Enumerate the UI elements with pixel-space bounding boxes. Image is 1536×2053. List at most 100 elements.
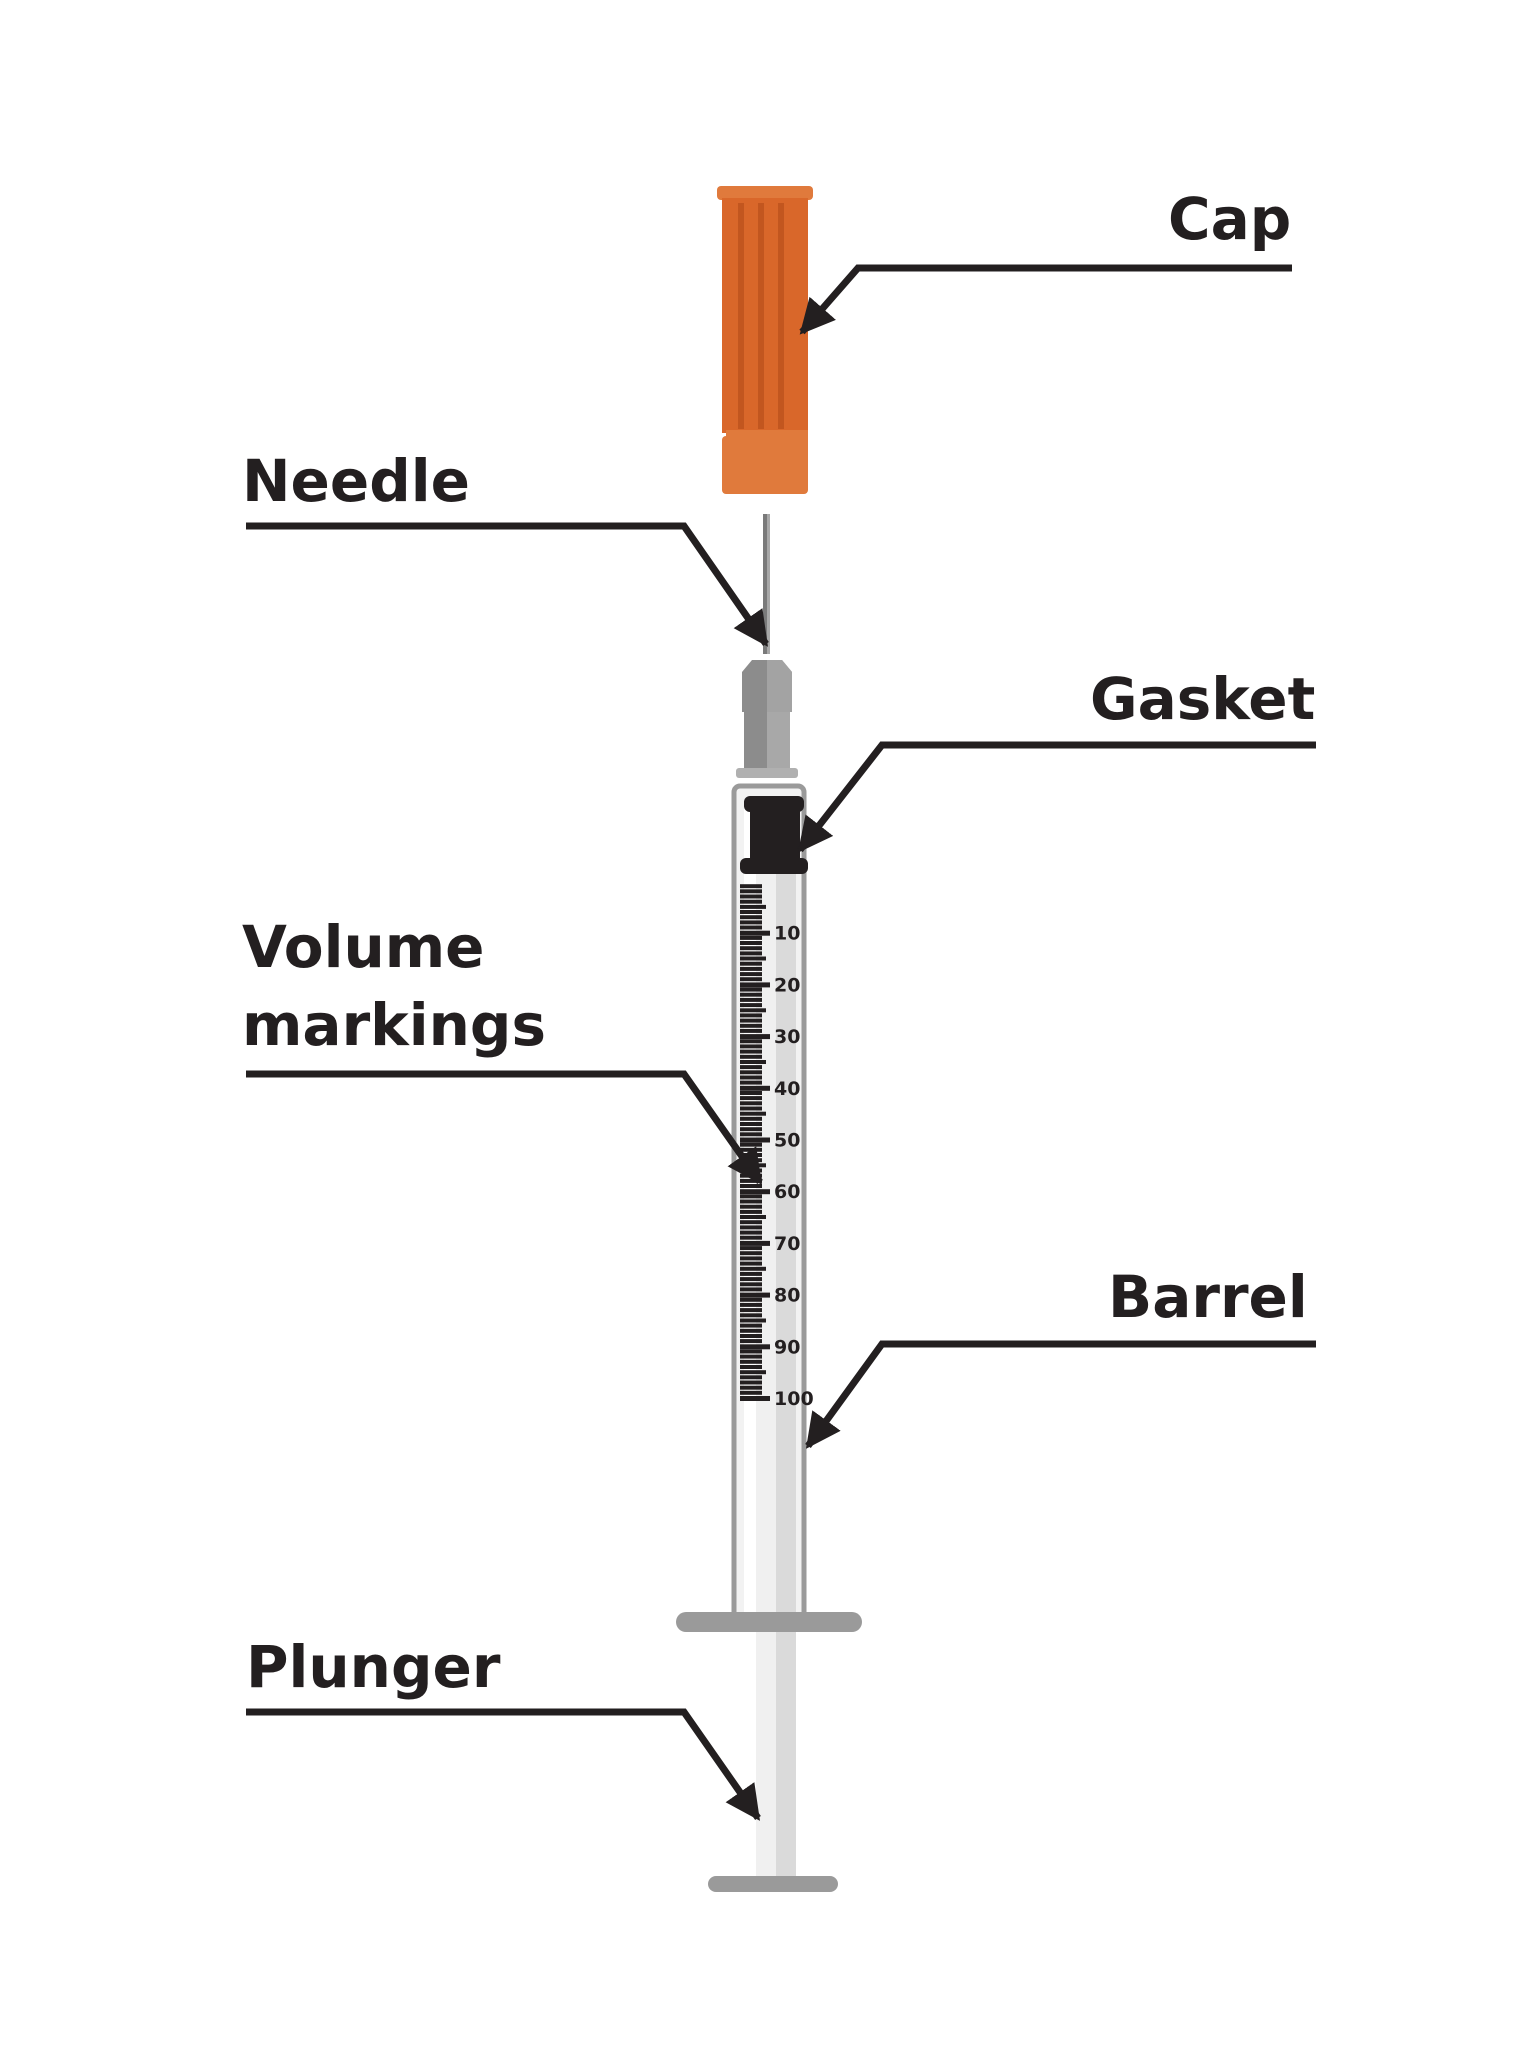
- minor-tick: [740, 1199, 762, 1204]
- plunger-label: Plunger: [246, 1633, 501, 1701]
- minor-tick: [740, 1385, 762, 1390]
- minor-tick: [740, 915, 762, 920]
- minor-tick: [740, 1147, 762, 1152]
- gasket-label: Gasket: [1090, 665, 1316, 733]
- minor-tick: [740, 1003, 762, 1008]
- minor-tick: [740, 1049, 762, 1054]
- minor-tick: [740, 1313, 762, 1318]
- barrel-leader-line: [805, 1340, 1316, 1449]
- gasket: [740, 796, 808, 874]
- tick-label: 20: [774, 974, 800, 996]
- tick-label: 80: [774, 1285, 800, 1307]
- minor-tick: [740, 1127, 762, 1132]
- minor-tick: [740, 1354, 762, 1359]
- minor-tick: [740, 1230, 762, 1235]
- minor-tick: [740, 1308, 762, 1313]
- minor-tick: [740, 1349, 762, 1354]
- major-tick: [740, 1034, 770, 1040]
- minor-tick: [740, 1070, 762, 1075]
- minor-tick: [740, 1209, 762, 1214]
- minor-tick: [740, 1184, 762, 1188]
- tick-label: 50: [774, 1130, 800, 1152]
- minor-tick: [740, 1323, 762, 1328]
- barrel-label: Barrel: [1108, 1263, 1308, 1331]
- minor-tick: [740, 1251, 762, 1256]
- minor-tick: [740, 1380, 762, 1385]
- minor-tick: [740, 997, 762, 1002]
- minor-tick: [740, 1365, 762, 1369]
- minor-tick: [740, 1044, 762, 1049]
- minor-tick: [740, 1271, 762, 1276]
- minor-tick: [740, 1287, 762, 1292]
- minor-tick: [740, 1246, 762, 1251]
- major-tick: [740, 930, 770, 936]
- minor-tick: [740, 889, 762, 894]
- minor-tick: [740, 1235, 762, 1240]
- minor-tick: [740, 1091, 762, 1095]
- tick-label: 60: [774, 1181, 800, 1203]
- minor-tick: [740, 1023, 762, 1028]
- minor-tick: [740, 1080, 762, 1085]
- minor-tick: [740, 1013, 762, 1018]
- minor-tick: [740, 1297, 762, 1302]
- minor-tick: [740, 1101, 762, 1106]
- needle-label: Needle: [242, 447, 470, 515]
- minor-tick: [740, 961, 762, 966]
- minor-tick: [740, 1225, 762, 1230]
- minor-tick: [740, 1302, 762, 1307]
- minor-tick: [740, 1122, 762, 1126]
- minor-tick: [740, 1339, 762, 1344]
- volume-markings-leader-line: [246, 1070, 763, 1185]
- minor-tick: [740, 1018, 762, 1023]
- minor-tick: [740, 1256, 762, 1261]
- minor-tick: [740, 1060, 766, 1064]
- minor-tick: [740, 1334, 762, 1338]
- minor-tick: [740, 1318, 766, 1323]
- major-tick: [740, 1292, 770, 1298]
- minor-tick: [740, 1194, 762, 1199]
- minor-tick: [740, 956, 766, 961]
- minor-tick: [740, 899, 762, 904]
- tick-label: 40: [774, 1078, 800, 1100]
- minor-tick: [740, 987, 762, 992]
- minor-tick: [740, 1261, 762, 1266]
- minor-tick: [740, 1266, 766, 1271]
- minor-tick: [740, 1096, 762, 1101]
- volume-label-line1: Volume: [242, 913, 485, 981]
- cap-leader-line: [799, 264, 1292, 335]
- minor-tick: [740, 1132, 762, 1137]
- minor-tick: [740, 1054, 762, 1059]
- major-tick: [740, 1240, 770, 1246]
- volume-label-line2: markings: [242, 991, 546, 1059]
- minor-tick: [740, 1075, 762, 1080]
- minor-tick: [740, 935, 762, 940]
- tick-label: 70: [774, 1233, 800, 1255]
- minor-tick: [740, 894, 762, 899]
- minor-tick: [740, 925, 762, 930]
- tick-label: 100: [774, 1388, 814, 1410]
- minor-tick: [740, 992, 762, 997]
- tick-label: 90: [774, 1336, 800, 1358]
- major-tick: [740, 1189, 770, 1195]
- major-tick: [740, 982, 770, 988]
- minor-tick: [740, 1375, 762, 1380]
- minor-tick: [740, 951, 762, 956]
- minor-tick: [740, 884, 762, 889]
- minor-tick: [740, 1328, 762, 1333]
- needle: [763, 514, 770, 654]
- tick-label: 30: [774, 1026, 800, 1048]
- minor-tick: [740, 1111, 766, 1116]
- major-tick: [740, 1137, 770, 1143]
- minor-tick: [740, 946, 762, 951]
- minor-tick: [740, 941, 762, 945]
- needle-hub: [736, 660, 798, 778]
- minor-tick: [740, 1065, 762, 1070]
- minor-tick: [740, 910, 762, 914]
- minor-tick: [740, 1220, 762, 1225]
- gasket-leader-line: [797, 741, 1316, 853]
- minor-tick: [740, 1142, 762, 1147]
- minor-tick: [740, 972, 762, 977]
- major-tick: [740, 1396, 770, 1401]
